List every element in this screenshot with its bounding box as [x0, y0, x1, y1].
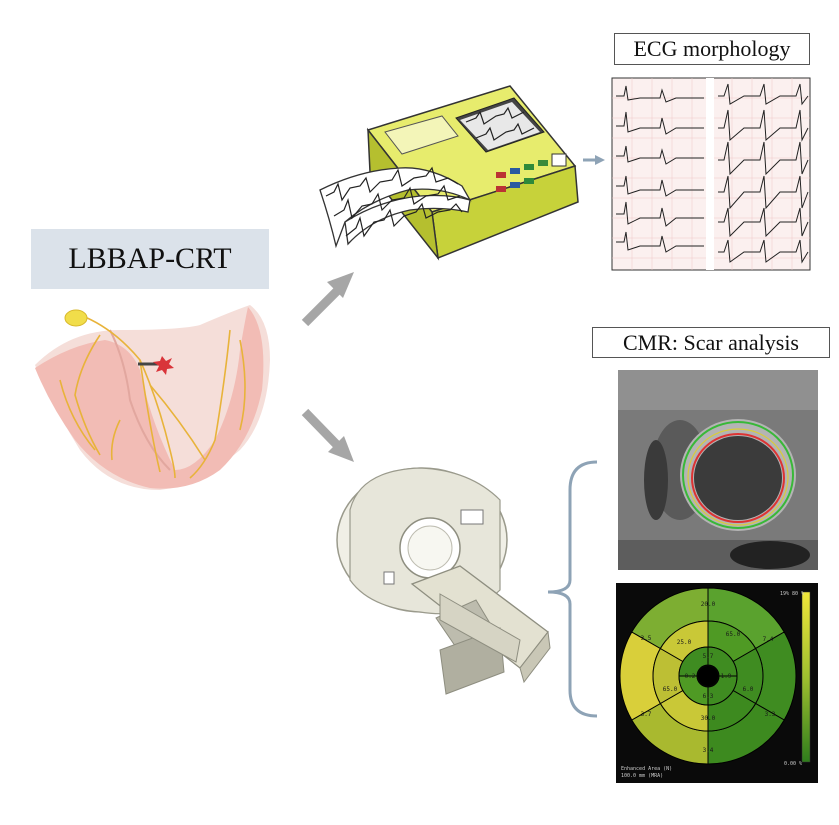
seg-13: 1.9 — [721, 673, 732, 680]
seg-10: 30.0 — [701, 715, 716, 722]
bullseye-footer-1: Enhanced Area (N) — [621, 766, 672, 772]
seg-3: 3.3 — [765, 711, 776, 718]
arrow-to-ecg — [301, 272, 354, 327]
bullseye-footer-2: 100.0 mm (MRA) — [621, 773, 663, 779]
seg-1: 20.0 — [701, 601, 716, 608]
scale-bottom-label: 0.00 % — [784, 761, 802, 767]
seg-2: 7.4 — [763, 636, 774, 643]
seg-5: 3.7 — [641, 711, 652, 718]
ecg-morphology-label: ECG morphology — [614, 33, 810, 65]
color-scale-bar — [801, 591, 811, 763]
bullseye-plot: 20.0 7.4 3.3 3.4 3.7 3.5 65.0 25.0 65.0 … — [616, 583, 818, 783]
arrow-to-mri — [301, 408, 354, 462]
seg-15: 0.2 — [685, 673, 696, 680]
seg-7: 65.0 — [726, 631, 741, 638]
seg-11: 6.0 — [743, 686, 754, 693]
seg-14: 6.3 — [703, 693, 714, 700]
mri-scanner-icon — [336, 467, 551, 695]
ecg-machine-icon — [319, 85, 579, 261]
seg-6: 3.5 — [641, 635, 652, 642]
ecg-traces-panel — [611, 77, 811, 271]
seg-12: 5.7 — [703, 653, 714, 660]
seg-8: 25.0 — [677, 639, 692, 646]
lbbap-crt-label: LBBAP-CRT — [31, 229, 269, 289]
scale-top-label: 19% 80 % — [780, 591, 804, 597]
cmr-image — [618, 370, 818, 570]
arrow-to-ecg-traces — [583, 155, 605, 165]
bracket — [547, 460, 598, 718]
seg-9: 65.0 — [663, 686, 678, 693]
cmr-scar-analysis-label: CMR: Scar analysis — [592, 327, 830, 358]
seg-4: 3.4 — [703, 747, 714, 754]
heart-illustration — [35, 305, 270, 490]
